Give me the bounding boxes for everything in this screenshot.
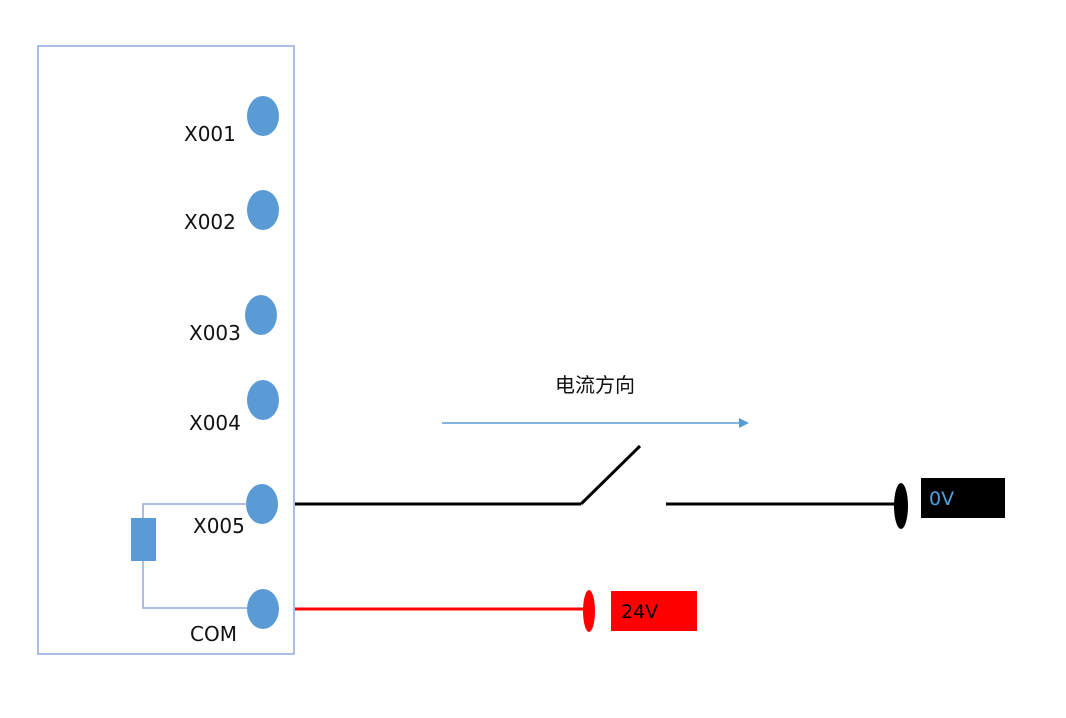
zero-volt-connector bbox=[894, 483, 908, 529]
switch-blade bbox=[579, 444, 642, 506]
label-x002: X002 bbox=[184, 210, 236, 234]
twentyfour-volt-box bbox=[611, 591, 697, 631]
zero-volt-box bbox=[921, 478, 1005, 518]
zero-volt-label: 0V bbox=[929, 488, 954, 510]
internal-resistor bbox=[131, 518, 156, 561]
terminal-x001 bbox=[247, 96, 279, 136]
plc-module-panel bbox=[37, 45, 295, 655]
current-direction-arrowhead bbox=[739, 418, 749, 428]
label-x001: X001 bbox=[184, 122, 236, 146]
terminal-com bbox=[247, 589, 279, 629]
twentyfour-volt-label: 24V bbox=[621, 601, 658, 623]
label-x004: X004 bbox=[189, 411, 241, 435]
terminal-x005 bbox=[246, 484, 278, 524]
current-direction-label: 电流方向 bbox=[555, 373, 635, 397]
terminal-x002 bbox=[247, 190, 279, 230]
terminal-x004 bbox=[247, 380, 279, 420]
label-x003: X003 bbox=[189, 321, 241, 345]
label-com: COM bbox=[190, 622, 237, 646]
terminal-x003 bbox=[245, 295, 277, 335]
twentyfour-volt-connector bbox=[583, 590, 595, 632]
label-x005: X005 bbox=[193, 514, 245, 538]
